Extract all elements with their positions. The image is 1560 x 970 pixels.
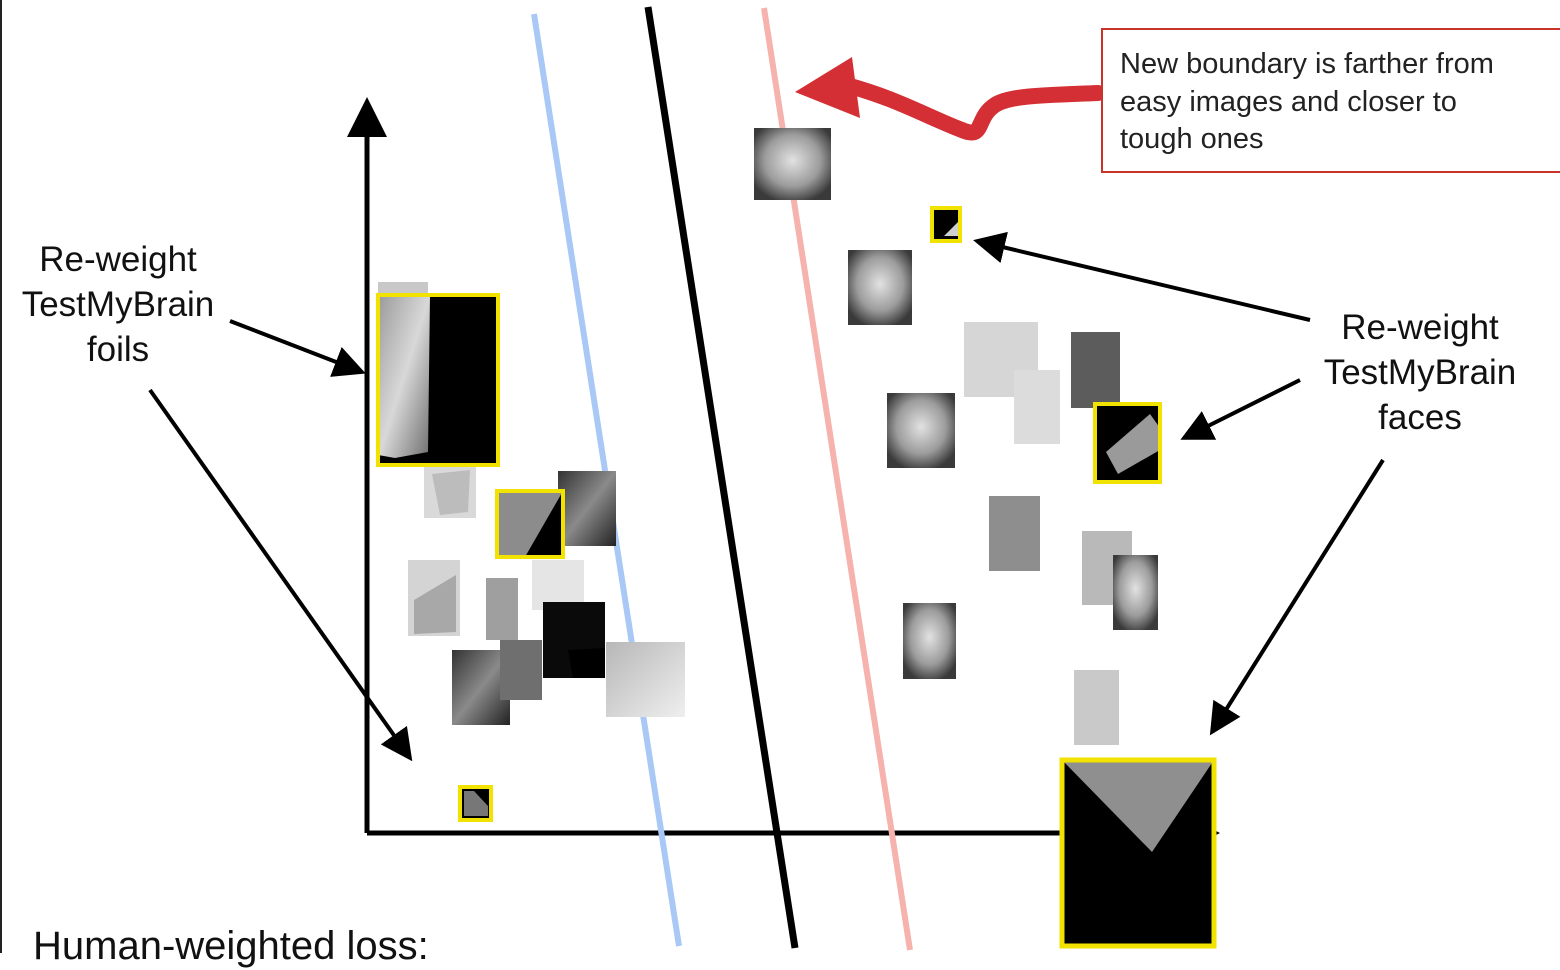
foil-thumbnail <box>486 578 518 640</box>
callout-arrow <box>795 57 1098 133</box>
foil-thumbnail-plant <box>558 471 616 546</box>
callout-line: tough ones <box>1120 121 1560 159</box>
face-thumbnail <box>1071 332 1120 408</box>
highlighted-thumbnail-foil <box>497 491 563 557</box>
arrow-to-small-foil <box>150 390 410 758</box>
face-thumbnail <box>887 393 955 468</box>
highlighted-thumbnail-large-face <box>1062 760 1214 946</box>
right-label-line: Re-weight <box>1310 305 1530 350</box>
face-thumbnail <box>1014 370 1060 444</box>
face-thumbnail <box>754 128 831 200</box>
highlighted-foils <box>378 295 563 820</box>
highlighted-thumbnail-small-foil <box>460 787 491 820</box>
foil-thumbnail-sky <box>606 642 685 717</box>
arrow-to-top-face <box>977 241 1310 320</box>
right-label: Re-weight TestMyBrain faces <box>1310 305 1530 440</box>
left-label-line: Re-weight <box>8 237 228 282</box>
right-label-line: TestMyBrain <box>1310 350 1530 395</box>
arrow-to-mid-face <box>1184 380 1300 438</box>
pointer-arrows <box>150 241 1383 758</box>
arrow-to-y-axis <box>230 321 362 372</box>
face-thumbnail <box>1113 555 1158 630</box>
left-label: Re-weight TestMyBrain foils <box>8 237 228 372</box>
highlighted-thumbnail-tiny-face <box>932 208 960 241</box>
face-thumbnail <box>903 603 956 679</box>
face-thumbnail <box>1074 670 1119 745</box>
foil-thumbnail <box>500 640 542 700</box>
arrow-to-large-face <box>1212 460 1383 732</box>
face-thumbnail <box>989 496 1040 571</box>
right-label-line: faces <box>1310 395 1530 440</box>
left-label-line: foils <box>8 327 228 372</box>
callout-line: New boundary is farther from <box>1120 46 1560 84</box>
callout-line: easy images and closer to <box>1120 84 1560 122</box>
face-thumbnail <box>848 250 912 325</box>
highlighted-thumbnail-mid-face <box>1095 404 1160 482</box>
loss-heading: Human-weighted loss: <box>33 922 429 970</box>
callout-box: New boundary is farther from easy images… <box>1101 28 1560 173</box>
left-label-line: TestMyBrain <box>8 282 228 327</box>
highlighted-thumbnail-large-foil <box>378 295 498 465</box>
